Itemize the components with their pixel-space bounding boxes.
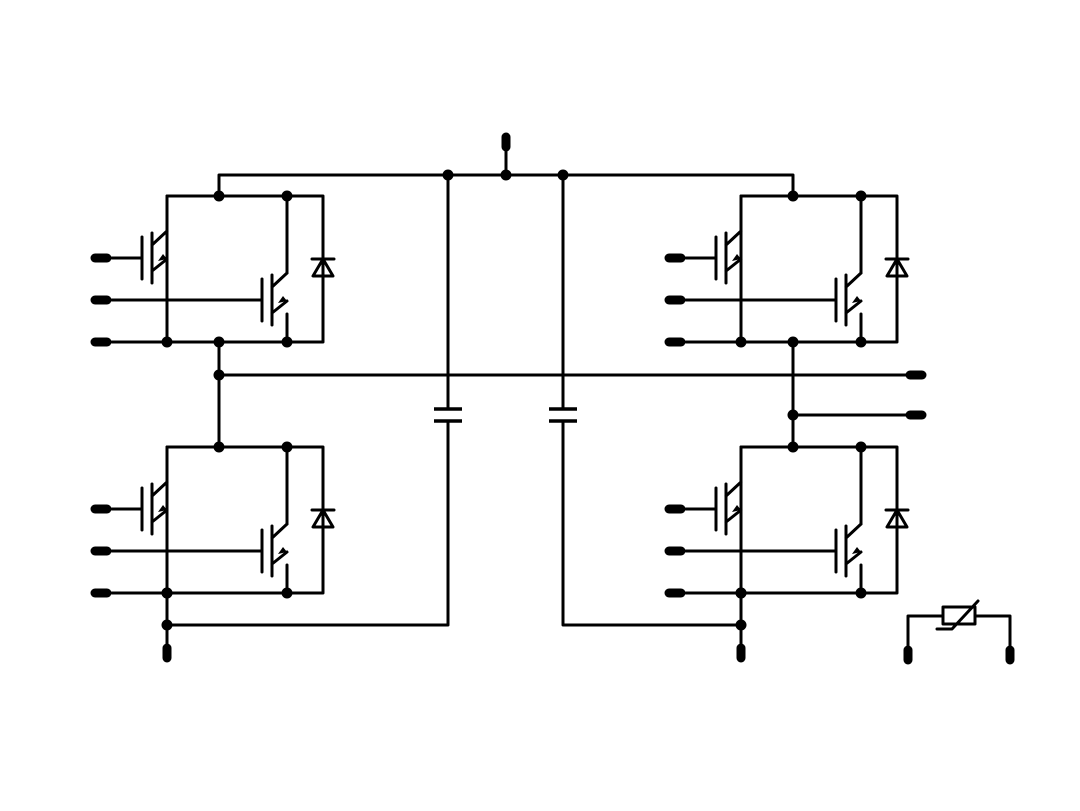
capacitor-right [549, 173, 743, 627]
capacitor-left [165, 173, 462, 627]
thermistor-body [941, 605, 977, 626]
dc-minus-left [161, 587, 173, 663]
thermistor [903, 599, 1015, 665]
switch-cell-top-right [669, 191, 908, 348]
switch-cell-bottom-left [95, 442, 334, 599]
left-midpoint-net [213, 336, 927, 453]
right-midpoint-net [787, 336, 927, 453]
dc-plus-bus [213, 132, 799, 202]
switch-cell-bottom-right [669, 442, 908, 599]
dc-minus-right [735, 587, 747, 663]
switch-cell-top-left [95, 191, 334, 348]
